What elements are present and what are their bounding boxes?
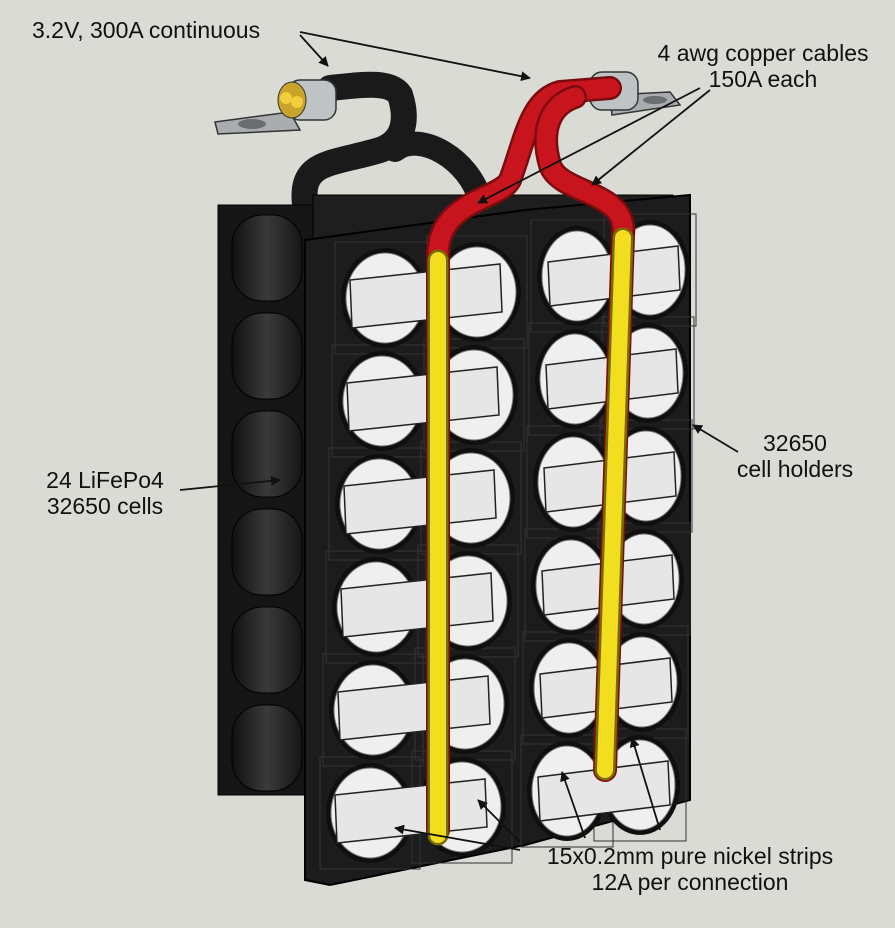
- back-cell-cylinder: [231, 312, 303, 400]
- back-cell-cylinder: [231, 410, 303, 498]
- cells-arrow: [179, 475, 281, 491]
- cells-label-line2: 32650 cells: [46, 493, 164, 519]
- back-cell-cylinder: [231, 606, 303, 694]
- back-cell-cylinder: [231, 214, 303, 302]
- strip-arrow-1: [394, 824, 521, 851]
- positive-cables: [426, 76, 636, 846]
- black-cable: [291, 71, 492, 218]
- cables-label-line2: 150A each: [708, 66, 818, 92]
- strips-label-line2: 12A per connection: [591, 869, 789, 895]
- front-cell-holder: [304, 193, 697, 887]
- voltage-arrow-left: [299, 34, 329, 67]
- cells-label-line1: 24 LiFePo4: [46, 467, 164, 493]
- holders-label-line2: cell holders: [736, 456, 854, 482]
- cells-label: 24 LiFePo4 32650 cells: [25, 467, 185, 519]
- cables-label-line1: 4 awg copper cables: [657, 40, 869, 66]
- back-cell-cylinder: [231, 704, 303, 792]
- left-cable-lug: [214, 79, 337, 135]
- back-cell-cylinder: [231, 508, 303, 596]
- leader-lines: [179, 31, 739, 851]
- holders-label-line1: 32650: [763, 430, 827, 456]
- strip-arrow-2: [477, 799, 521, 843]
- cable-arrow-left: [477, 87, 701, 204]
- voltage-label: 3.2V, 300A continuous: [32, 17, 261, 43]
- nickel-strip: [537, 760, 671, 822]
- strip-arrow-3: [560, 771, 586, 839]
- strip-arrow-4: [629, 737, 661, 831]
- holders-label: 32650 cell holders: [720, 430, 870, 482]
- voltage-arrow-right: [299, 31, 531, 82]
- strips-label-line1: 15x0.2mm pure nickel strips: [546, 843, 834, 869]
- cable-arrow-right: [591, 89, 711, 186]
- holder-arrow: [692, 424, 739, 453]
- cables-label: 4 awg copper cables 150A each: [638, 40, 888, 92]
- strips-label: 15x0.2mm pure nickel strips 12A per conn…: [515, 843, 865, 895]
